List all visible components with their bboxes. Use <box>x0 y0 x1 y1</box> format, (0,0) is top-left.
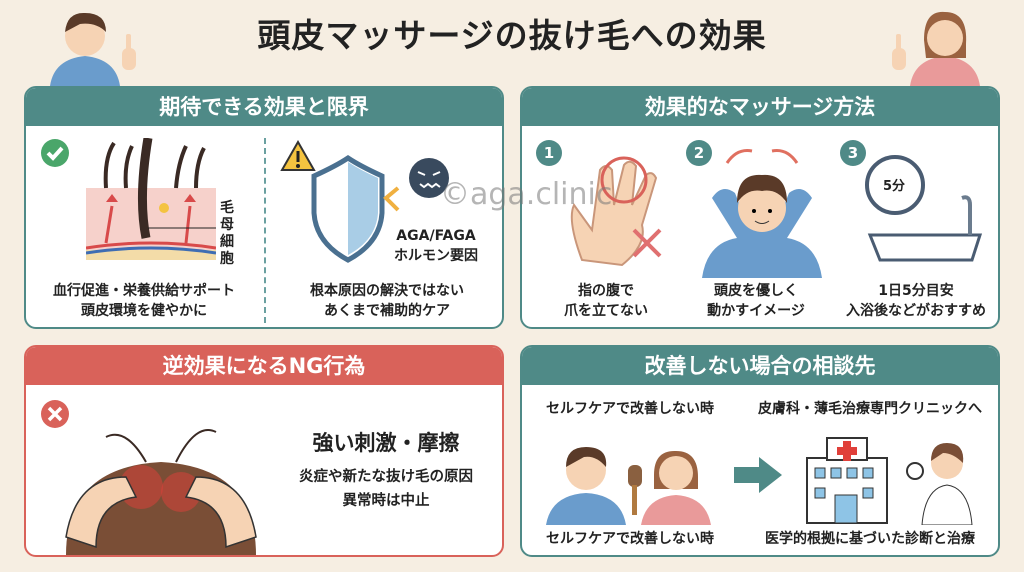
panel-header: 改善しない場合の相談先 <box>522 347 998 385</box>
clinic-doctor-illustration <box>806 437 973 525</box>
ng-description: 炎症や新たな抜け毛の原因 異常時は中止 <box>276 465 496 513</box>
self-care-bottom-label: セルフケアで改善しない時 <box>546 531 714 547</box>
worried-couple-illustration <box>546 447 711 525</box>
step-number: 3 <box>840 140 866 166</box>
hair-follicle-illustration <box>86 138 216 260</box>
man-pointing-illustration <box>50 12 136 86</box>
shield-virus-illustration <box>311 154 449 263</box>
caption-line: 入浴後などがおすすめ <box>846 303 986 319</box>
self-care-label: セルフケアで改善しない時 <box>546 401 714 417</box>
step-number: 1 <box>536 140 562 166</box>
hand-fingertips-icon <box>570 156 662 267</box>
caption-line: 指の腹で <box>578 283 634 299</box>
ng-line: 炎症や新たな抜け毛の原因 <box>299 469 473 485</box>
cause-line: ホルモン要因 <box>394 248 478 264</box>
follicle-label: 毛母細胞 <box>220 200 234 267</box>
consult-panel: 改善しない場合の相談先 セルフケアで改善しない時 皮膚科・薄毛治療専門クリニック… <box>520 345 1000 557</box>
ng-panel: 逆効果になるNG行為 強い刺激・摩擦 炎症や新たな抜け毛の原因 異常時は中止 <box>24 345 504 557</box>
timer-label: 5分 <box>882 179 906 194</box>
effects-panel: 期待できる効果と限界 毛母細胞 血行促進・栄養供給サポート 頭皮環境を健やかに … <box>24 86 504 329</box>
clinic-label: 皮膚科・薄毛治療専門クリニックへ <box>758 401 982 417</box>
watermark: ©aga.clinic <box>440 177 613 212</box>
caption-line: 動かすイメージ <box>707 303 805 319</box>
step-caption: 頭皮を優しく動かすイメージ <box>686 281 826 321</box>
caption-line: 血行促進・栄養供給サポート <box>53 283 235 299</box>
check-icon <box>41 139 69 167</box>
diagnosis-label: 医学的根拠に基づいた診断と治療 <box>765 531 975 547</box>
divider <box>264 138 266 323</box>
caption-line: 1日5分目安 <box>878 283 954 299</box>
step-number: 2 <box>686 140 712 166</box>
caption-line: 根本原因の解決ではない <box>310 283 464 299</box>
methods-panel: 効果的なマッサージ方法 1 2 3 5分 指の腹で爪を立てない 頭皮を優しく動か… <box>520 86 1000 329</box>
caption-line: 頭皮を優しく <box>714 283 798 299</box>
woman-pointing-illustration <box>892 11 980 86</box>
ng-headline: 強い刺激・摩擦 <box>312 431 460 455</box>
scratching-scalp-illustration <box>65 429 257 555</box>
caption-line: あくまで補助的ケア <box>324 303 450 319</box>
effects-caption: 血行促進・栄養供給サポート 頭皮環境を健やかに <box>30 281 258 321</box>
caption-line: 頭皮環境を健やかに <box>81 303 207 319</box>
limits-caption: 根本原因の解決ではない あくまで補助的ケア <box>274 281 500 321</box>
arrow-right-icon <box>734 457 782 493</box>
cause-line: AGA/FAGA <box>396 228 476 244</box>
timer-bathtub-illustration <box>865 155 983 262</box>
warning-icon <box>280 140 316 171</box>
ng-line: 異常時は中止 <box>342 493 430 509</box>
page-title: 頭皮マッサージの抜け毛への効果 <box>257 16 767 55</box>
man-massaging-scalp-illustration <box>702 149 822 278</box>
panel-header: 期待できる効果と限界 <box>26 88 502 126</box>
panel-header: 逆効果になるNG行為 <box>26 347 502 385</box>
step-caption: 指の腹で爪を立てない <box>536 281 676 321</box>
cause-label: AGA/FAGA ホルモン要因 <box>376 226 496 266</box>
x-icon <box>41 400 69 428</box>
panel-header: 効果的なマッサージ方法 <box>522 88 998 126</box>
step-caption: 1日5分目安入浴後などがおすすめ <box>836 281 996 321</box>
caption-line: 爪を立てない <box>564 303 648 319</box>
